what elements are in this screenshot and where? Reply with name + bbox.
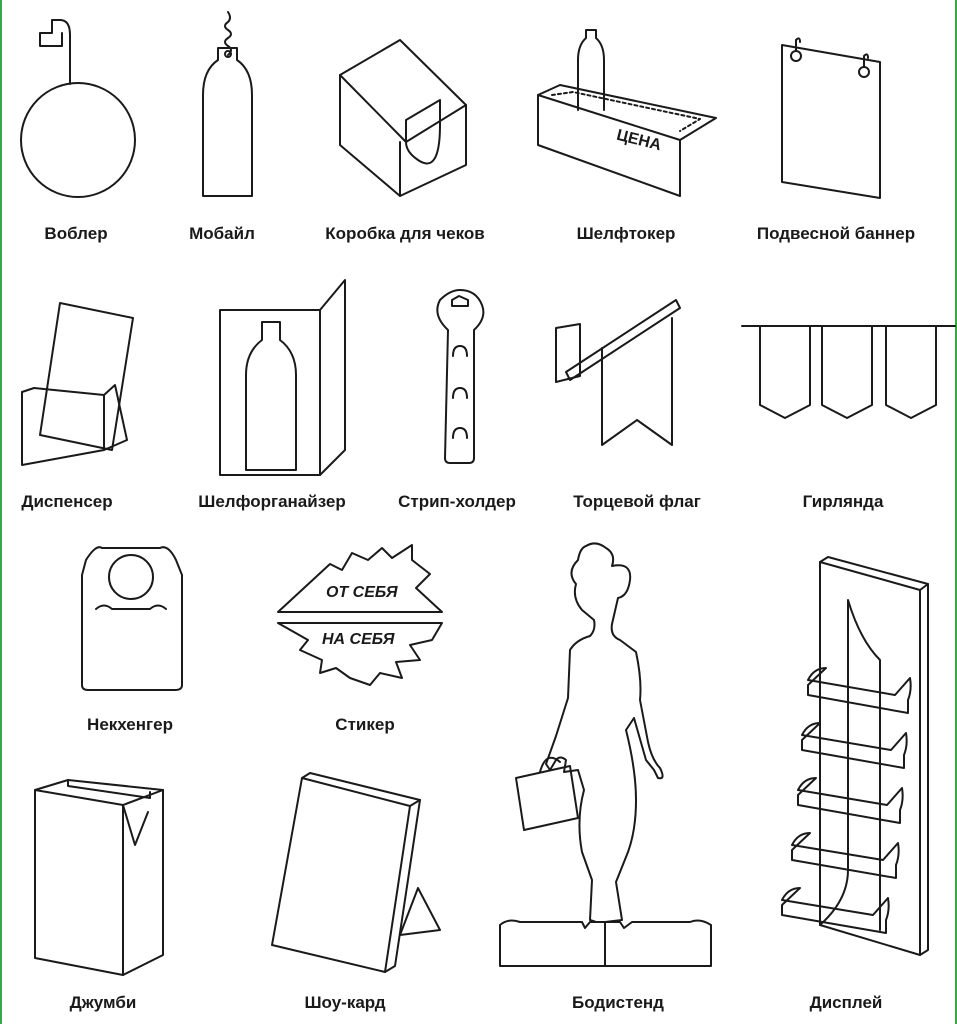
neck-hanger-drawing — [81, 546, 183, 691]
label-sticker: Стикер — [335, 715, 395, 734]
label-bodystand: Бодистенд — [572, 993, 664, 1012]
dispenser-drawing — [21, 302, 134, 466]
jumbi-drawing — [34, 779, 164, 976]
label-display: Дисплей — [809, 993, 883, 1012]
end-flag-drawing — [555, 299, 681, 446]
label-wobbler: Воблер — [44, 224, 108, 243]
strip-holder-drawing — [436, 289, 485, 464]
sticker-top-text: ОТ СЕБЯ — [326, 584, 398, 601]
receipt-box-drawing — [339, 39, 467, 197]
shelf-organizer-drawing — [219, 279, 346, 476]
label-mobile: Мобайл — [189, 224, 255, 243]
sticker-drawing — [277, 544, 443, 686]
label-dispenser: Диспенсер — [21, 492, 113, 511]
label-strip-holder: Стрип-холдер — [398, 492, 516, 511]
garland-drawing — [741, 325, 956, 419]
label-show-card: Шоу-кард — [304, 993, 386, 1012]
label-receipt-box: Коробка для чеков — [325, 224, 485, 243]
bodystand-drawing — [499, 542, 712, 967]
label-shelf-talker: Шелфтокер — [576, 224, 676, 243]
sticker-bottom-text: НА СЕБЯ — [322, 631, 395, 648]
hanging-banner-drawing — [781, 37, 881, 199]
shelf-talker-drawing — [537, 29, 717, 197]
label-shelf-organizer: Шелфорганайзер — [198, 492, 346, 511]
label-garland: Гирлянда — [802, 492, 884, 511]
show-card-drawing — [271, 772, 441, 973]
display-drawing — [781, 556, 929, 956]
label-end-flag: Торцевой флаг — [573, 492, 701, 511]
label-jumbi: Джумби — [69, 993, 137, 1012]
mobile-drawing — [202, 11, 253, 197]
label-hanging-banner: Подвесной баннер — [756, 224, 916, 243]
wobbler-drawing — [20, 19, 136, 198]
label-neck-hanger: Некхенгер — [87, 715, 173, 734]
